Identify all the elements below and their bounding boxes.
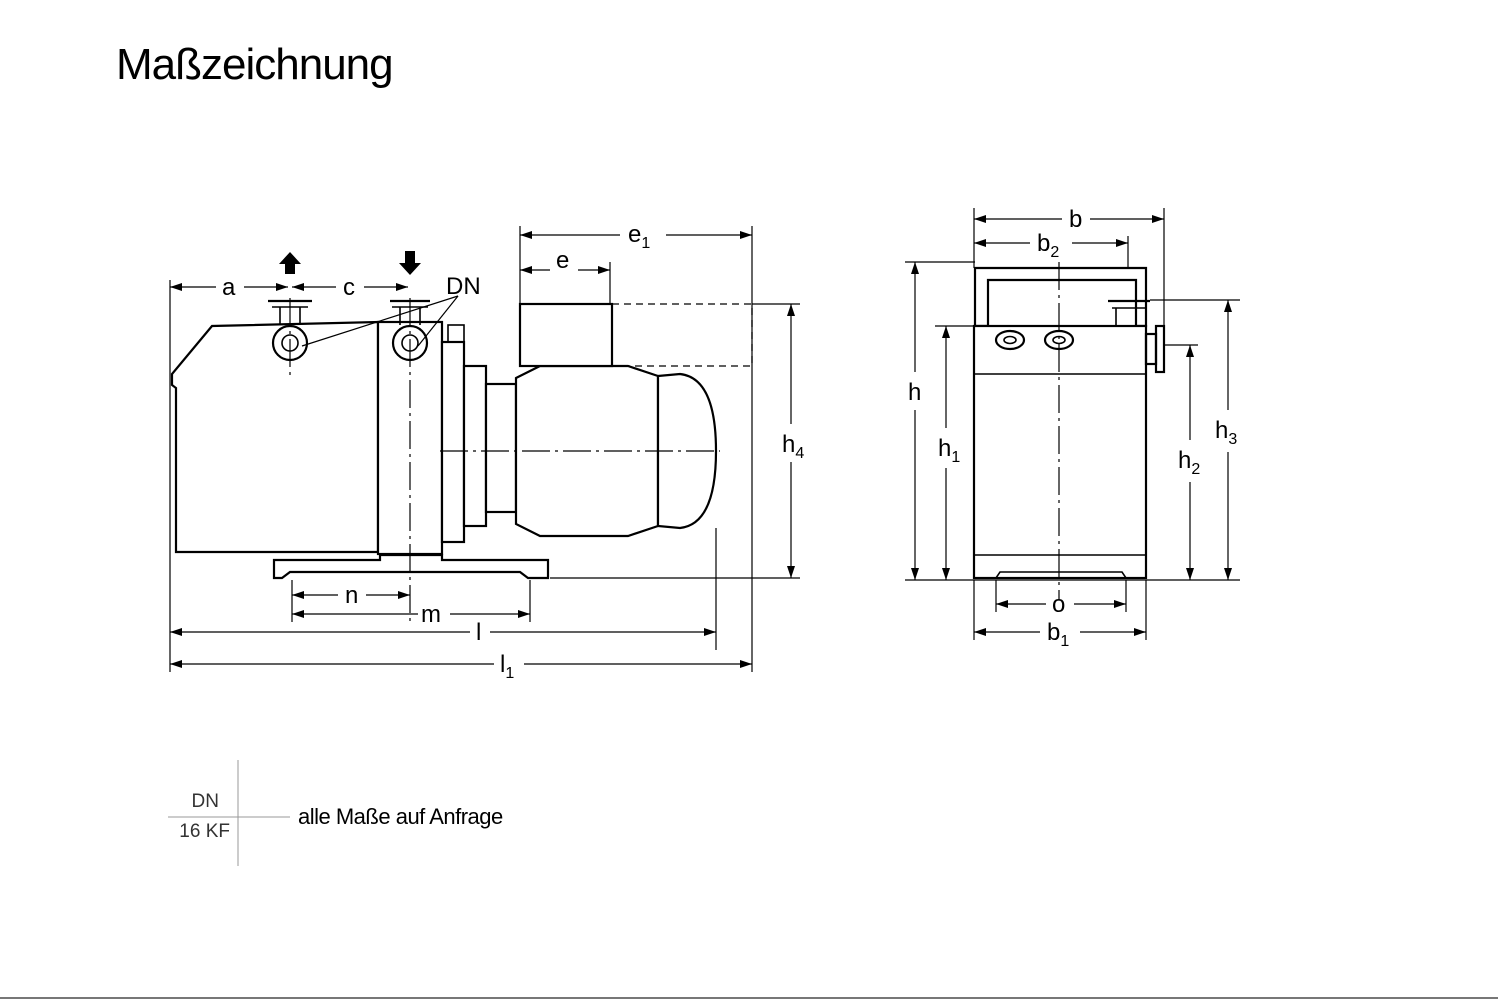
dim-l1: l1 [500, 651, 514, 682]
dim-h2-sub: 2 [1191, 461, 1200, 478]
dim-e1-sub: 1 [641, 235, 650, 252]
dim-h2: h2 [1178, 447, 1200, 478]
inlet-port [390, 299, 430, 362]
dim-h: h [908, 379, 921, 406]
down-arrow-icon [399, 251, 421, 275]
up-arrow-icon [279, 252, 301, 274]
dim-h1-sub: 1 [951, 449, 960, 466]
dim-c: c [343, 274, 355, 301]
outlet-port [268, 299, 312, 362]
pump-body-front [972, 324, 1148, 580]
dim-n: n [345, 582, 358, 609]
dim-o: o [1052, 591, 1065, 618]
dim-l1-base: l [500, 651, 505, 678]
dim-h3-base: h [1215, 417, 1228, 444]
dim-b1-base: b [1047, 619, 1060, 646]
base-plate [272, 553, 550, 580]
dim-h3-sub: 3 [1228, 431, 1237, 448]
dim-b: b [1069, 206, 1082, 233]
legend-note: alle Maße auf Anfrage [298, 804, 503, 829]
legend-value: 16 KF [179, 821, 230, 842]
top-port [1108, 299, 1150, 326]
dim-h3: h3 [1215, 417, 1237, 448]
dim-b1-sub: 1 [1060, 633, 1069, 650]
dim-b2-sub: 2 [1050, 244, 1059, 261]
dim-b1: b1 [1047, 619, 1069, 650]
dim-h2-base: h [1178, 447, 1191, 474]
dim-h1-base: h [938, 435, 951, 462]
dim-e1: e1 [628, 221, 650, 252]
dim-e1-base: e [628, 221, 641, 248]
side-view: DN a c e e1 h4 n [169, 221, 804, 682]
dim-e: e [556, 247, 569, 274]
pump-housing [170, 320, 518, 556]
port-label-dn: DN [446, 273, 481, 300]
dim-b2-base: b [1037, 230, 1050, 257]
dim-h4-sub: 4 [795, 445, 804, 462]
dim-l1-sub: 1 [505, 665, 514, 682]
legend-header: DN [192, 791, 219, 812]
motor [514, 302, 753, 538]
dim-b2: b2 [1037, 230, 1059, 261]
dim-a: a [222, 274, 236, 301]
page-border [0, 997, 1498, 999]
handle-frame [973, 266, 1148, 328]
side-port [1144, 324, 1166, 374]
dim-m: m [421, 601, 441, 628]
dim-h4: h4 [782, 431, 804, 462]
dim-h4-base: h [782, 431, 795, 458]
dim-h1: h1 [938, 435, 960, 466]
legend-table: DN 16 KF alle Maße auf Anfrage [168, 760, 504, 866]
page-title: Maßzeichnung [116, 40, 394, 89]
dim-l: l [476, 619, 481, 646]
front-view: b b2 h h1 h2 h3 o b1 [905, 206, 1240, 650]
oil-sight-glass-1 [994, 329, 1026, 351]
